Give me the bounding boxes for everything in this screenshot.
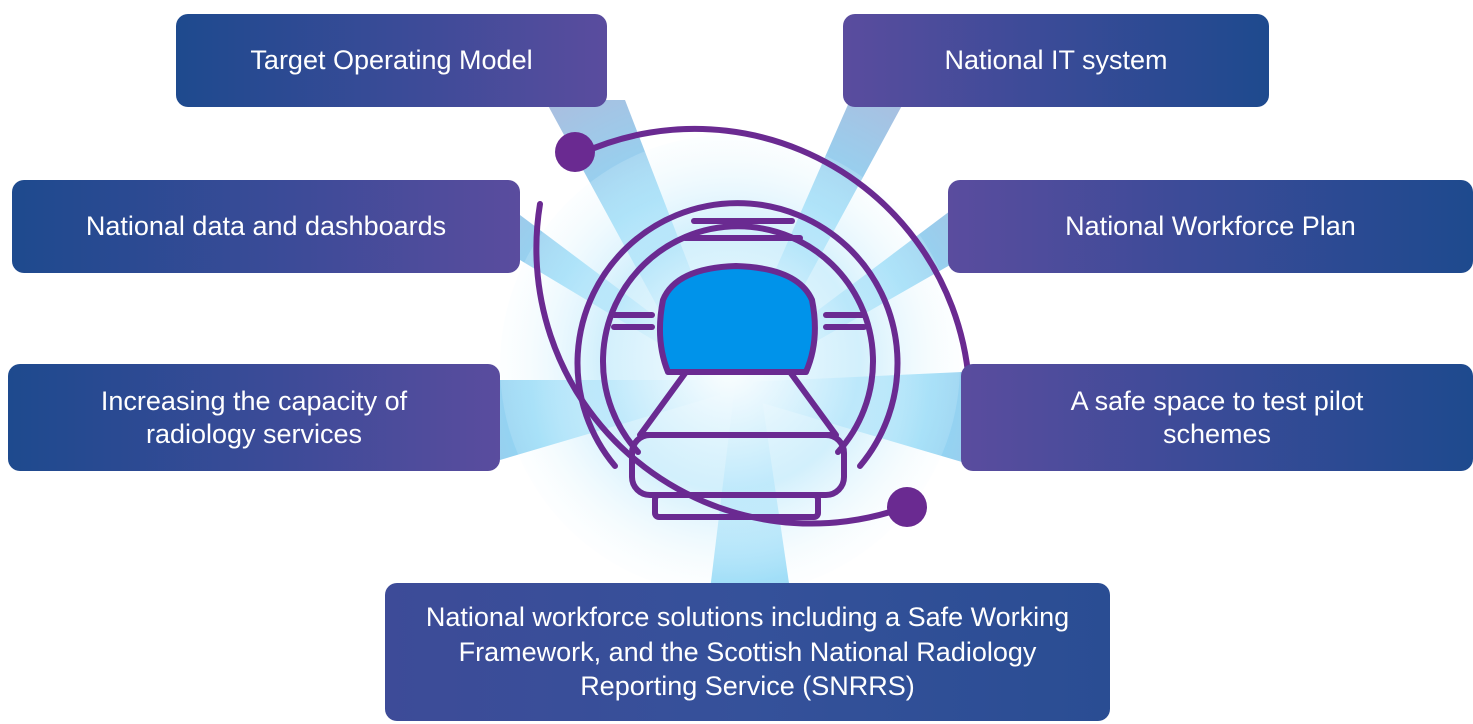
scanner-housing-outer xyxy=(574,200,901,469)
box-target-operating-model-label: Target Operating Model xyxy=(250,45,533,76)
box-workforce-solutions-label: National workforce solutions including a… xyxy=(425,602,1070,702)
outer-ring-dot-top xyxy=(555,132,595,172)
scanner-base xyxy=(652,492,821,520)
box-safe-space: A safe space to test pilot schemes xyxy=(961,364,1473,471)
box-national-it-system: National IT system xyxy=(843,14,1269,107)
box-target-operating-model: Target Operating Model xyxy=(176,14,607,107)
box-workforce-plan: National Workforce Plan xyxy=(948,180,1473,273)
box-safe-space-label: A safe space to test pilot schemes xyxy=(1070,385,1364,449)
box-national-data-label: National data and dashboards xyxy=(85,211,447,242)
scanner-bore xyxy=(657,263,818,375)
scanner-housing-inner xyxy=(600,223,876,455)
box-workforce-plan-label: National Workforce Plan xyxy=(1065,211,1356,242)
box-national-it-system-label: National IT system xyxy=(944,45,1168,76)
box-workforce-solutions: National workforce solutions including a… xyxy=(385,583,1110,721)
outer-ring-dot-bottom xyxy=(887,487,927,527)
box-national-data: National data and dashboards xyxy=(12,180,520,273)
box-capacity-label: Increasing the capacity of radiology ser… xyxy=(100,385,408,449)
box-capacity: Increasing the capacity of radiology ser… xyxy=(8,364,500,471)
outer-arc-lower xyxy=(533,201,911,527)
